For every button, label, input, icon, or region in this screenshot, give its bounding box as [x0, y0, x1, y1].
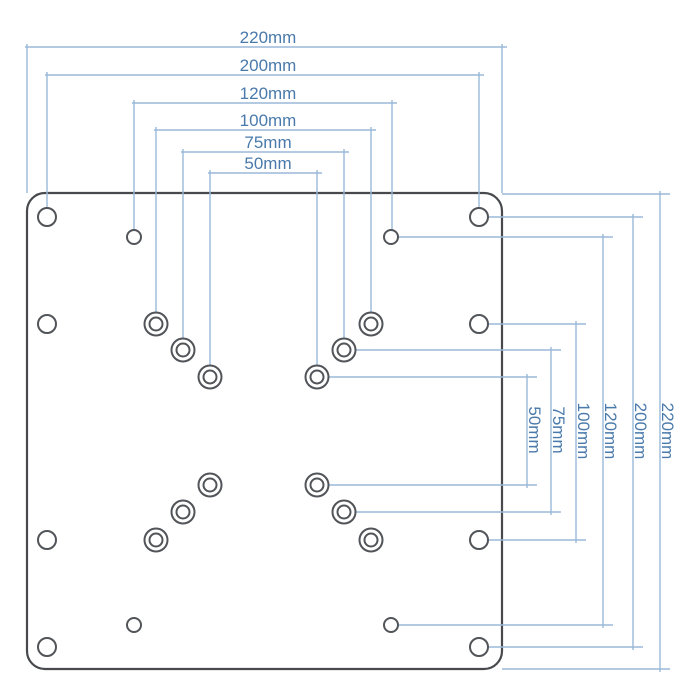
dimension-label-rotated: 50mm	[525, 406, 544, 453]
vesa-50-hole-inner	[309, 477, 325, 493]
hole-120-pattern-outer	[383, 229, 399, 245]
vesa-50-hole-inner	[202, 477, 218, 493]
dimension-label: 120mm	[240, 84, 297, 103]
vesa-50-hole	[304, 364, 330, 390]
hole-120-pattern-outer	[126, 229, 142, 245]
side-mid-mounting-hole-outer	[469, 314, 489, 334]
dimension-top-120mm: 120mm	[132, 84, 397, 230]
hole-120-pattern	[383, 617, 399, 633]
side-mid-mounting-hole-outer	[37, 530, 57, 550]
vesa-75-hole-inner	[175, 342, 191, 358]
side-mid-mounting-hole-outer	[37, 314, 57, 334]
vesa-100-hole	[358, 527, 384, 553]
side-mid-mounting-hole	[469, 314, 489, 334]
vesa-100-hole	[358, 311, 384, 337]
hole-120-pattern-outer	[383, 617, 399, 633]
corner-mounting-hole	[37, 637, 57, 657]
dimension-top-100mm: 100mm	[154, 111, 376, 312]
side-mid-mounting-hole-outer	[469, 530, 489, 550]
side-mid-mounting-hole	[37, 314, 57, 334]
corner-mounting-hole-outer	[37, 207, 57, 227]
corner-mounting-hole-outer	[469, 637, 489, 657]
corner-mounting-hole	[469, 637, 489, 657]
dimension-top-200mm: 200mm	[45, 56, 484, 208]
vesa-50-hole	[197, 364, 223, 390]
hole-120-pattern	[383, 229, 399, 245]
dimension-label: 50mm	[244, 154, 291, 173]
vesa-100-hole-inner	[363, 532, 379, 548]
dimension-top-50mm: 50mm	[208, 154, 322, 365]
corner-mounting-hole	[37, 207, 57, 227]
vesa-100-hole-inner	[148, 532, 164, 548]
corner-mounting-hole-outer	[469, 207, 489, 227]
side-mid-mounting-hole	[469, 530, 489, 550]
dimension-right-120mm: 120mm	[398, 234, 620, 628]
dimension-label-rotated: 75mm	[549, 406, 568, 453]
vesa-100-hole-inner	[148, 316, 164, 332]
side-mid-mounting-hole	[37, 530, 57, 550]
vesa-50-hole	[304, 472, 330, 498]
dimension-label-rotated: 200mm	[631, 403, 650, 460]
vesa-100-hole-inner	[363, 316, 379, 332]
vesa-50-hole	[197, 472, 223, 498]
vesa-75-hole	[331, 499, 357, 525]
dimension-label: 200mm	[240, 56, 297, 75]
dimension-label-rotated: 100mm	[574, 403, 593, 460]
corner-mounting-hole	[469, 207, 489, 227]
vesa-75-hole	[170, 499, 196, 525]
vesa-100-hole	[143, 311, 169, 337]
dimension-right-220mm: 220mm	[502, 191, 677, 672]
vesa-75-hole-inner	[175, 504, 191, 520]
vesa-50-hole-inner	[309, 369, 325, 385]
dimension-right-100mm: 100mm	[488, 321, 593, 543]
dimension-label-rotated: 120mm	[601, 403, 620, 460]
dimension-right-75mm: 75mm	[356, 347, 568, 515]
vesa-100-hole	[143, 527, 169, 553]
vesa-75-hole-inner	[336, 342, 352, 358]
vesa-75-hole-inner	[336, 504, 352, 520]
hole-120-pattern-outer	[126, 617, 142, 633]
dimension-label: 220mm	[240, 28, 297, 47]
dimension-label: 100mm	[240, 111, 297, 130]
dimension-right-200mm: 200mm	[488, 214, 650, 650]
hole-120-pattern	[126, 617, 142, 633]
dimension-label-rotated: 220mm	[658, 403, 677, 460]
vesa-75-hole	[170, 337, 196, 363]
dimension-top-220mm: 220mm	[25, 28, 507, 193]
dimension-right-50mm: 50mm	[329, 374, 544, 488]
hole-120-pattern	[126, 229, 142, 245]
corner-mounting-hole-outer	[37, 637, 57, 657]
vesa-75-hole	[331, 337, 357, 363]
vesa-50-hole-inner	[202, 369, 218, 385]
dimension-top-75mm: 75mm	[181, 133, 349, 338]
dimension-label: 75mm	[244, 133, 291, 152]
plate-outline	[25, 191, 504, 671]
